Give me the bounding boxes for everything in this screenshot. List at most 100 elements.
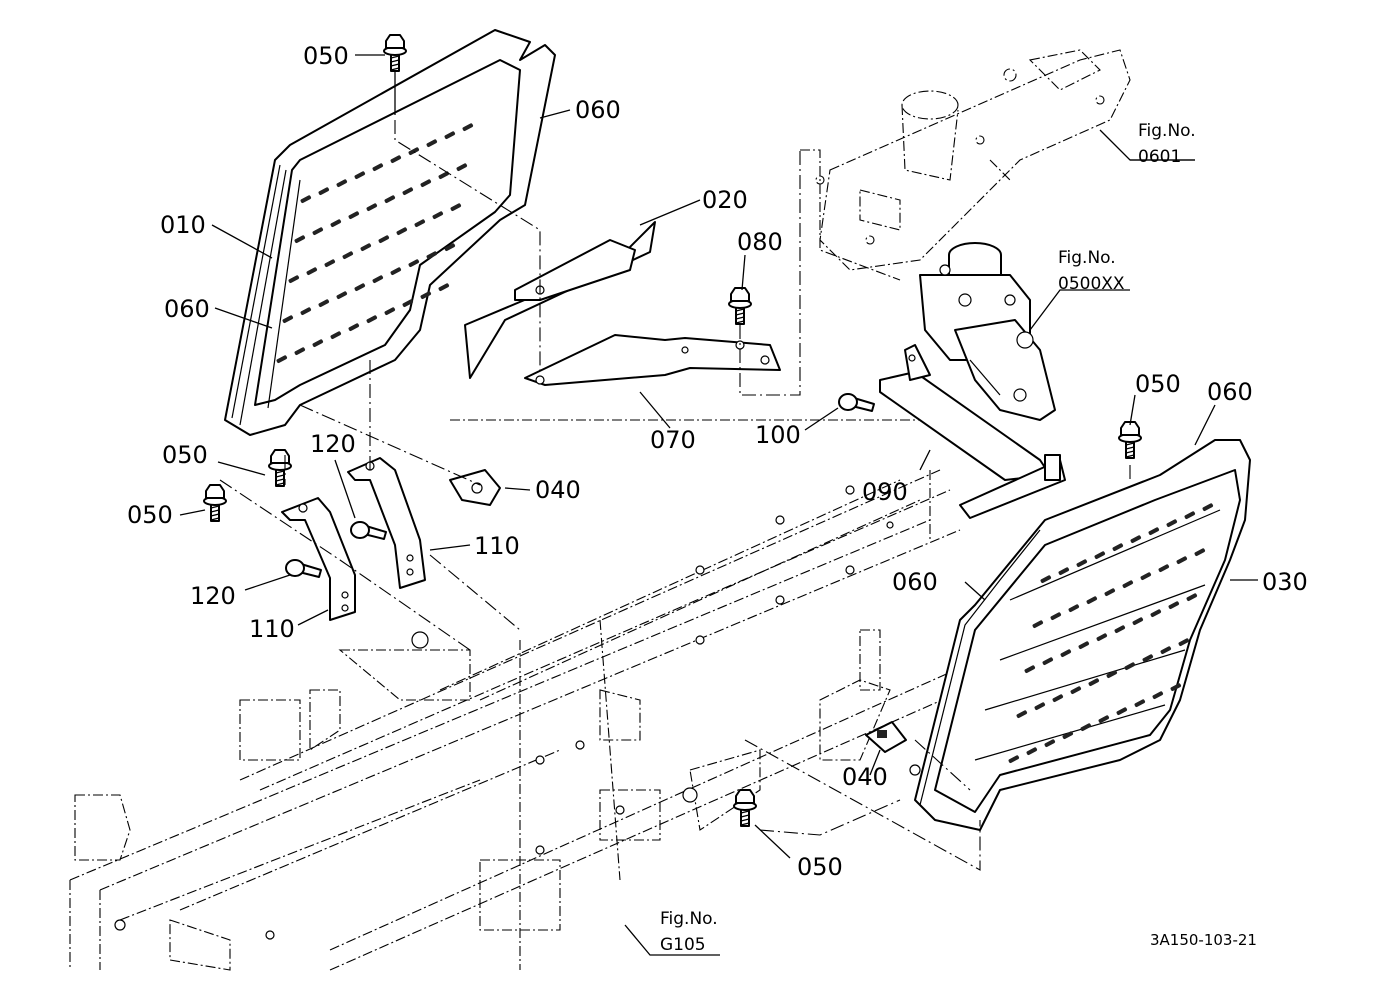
callout-050-right: 050 <box>1135 370 1181 398</box>
louver-slot <box>312 339 324 348</box>
callout-120-left: 120 <box>190 582 236 610</box>
louver-slot <box>1096 633 1108 642</box>
louver-slot <box>1186 593 1198 602</box>
louver-slot <box>420 179 432 188</box>
louver-slot <box>324 259 336 268</box>
louver-slot <box>1122 580 1134 589</box>
louver-slot <box>306 267 318 276</box>
louver-slot <box>1058 567 1070 576</box>
louver-slot <box>1034 702 1046 711</box>
clip-040-left <box>449 469 501 506</box>
louver-slot <box>1168 601 1180 610</box>
louver-slot <box>1116 707 1128 716</box>
louver-slot <box>1134 699 1146 708</box>
horizontal-bolt <box>350 521 387 540</box>
fig-ref-0601-number: 0601 <box>1138 147 1181 167</box>
flange-bolt <box>268 449 292 487</box>
louver-slot <box>1150 609 1162 618</box>
louver-slot <box>318 299 330 308</box>
callout-040-left: 040 <box>535 476 581 504</box>
flange-bolt <box>728 287 752 325</box>
fig-ref-0500-number: 0500XX <box>1058 274 1125 294</box>
louver-slot <box>1024 665 1036 674</box>
louver-slot <box>384 307 396 316</box>
louver-slot <box>354 171 366 180</box>
louver-slot <box>384 195 396 204</box>
callout-050-mid: 050 <box>162 441 208 469</box>
louver-slot <box>402 187 414 196</box>
callout-120-top: 120 <box>310 430 356 458</box>
callout-030: 030 <box>1262 568 1308 596</box>
louver-slot <box>1158 564 1170 573</box>
flange-bolt <box>203 484 227 522</box>
louver-slot <box>426 251 438 260</box>
louver-slot <box>462 123 474 132</box>
louver-slot <box>294 235 306 244</box>
louver-slot <box>390 267 402 276</box>
louver-slot <box>408 259 420 268</box>
louver-slot <box>372 275 384 284</box>
bracket-070 <box>524 334 781 386</box>
louver-slot <box>330 331 342 340</box>
louver-slot <box>1170 683 1182 692</box>
fig-ref-g105-number: G105 <box>660 935 706 955</box>
leader-lines <box>179 54 1258 956</box>
louver-slot <box>1070 686 1082 695</box>
bracket-110-left <box>281 497 356 621</box>
louver-slot <box>336 291 348 300</box>
horizontal-bolt <box>838 393 875 412</box>
exhaust-manifold-ghost <box>815 49 1131 271</box>
louver-slot <box>1032 620 1044 629</box>
louver-slot <box>444 243 456 252</box>
fig-ref-0601-label: Fig.No. <box>1138 121 1196 141</box>
louver-slot <box>1184 511 1196 520</box>
louver-slot <box>1016 710 1028 719</box>
grille-010 <box>224 29 556 436</box>
louver-slot <box>318 187 330 196</box>
callout-070: 070 <box>650 426 696 454</box>
louver-slot <box>444 131 456 140</box>
louver-slot <box>288 275 300 284</box>
louver-slot <box>1124 662 1136 671</box>
louver-slot <box>450 203 462 212</box>
louver-slot <box>1178 638 1190 647</box>
louver-slot <box>300 307 312 316</box>
flange-bolt <box>1118 421 1142 459</box>
louver-slot <box>1106 670 1118 679</box>
louver-slot <box>1042 657 1054 666</box>
callout-060-right: 060 <box>1207 378 1253 406</box>
louver-slot <box>300 195 312 204</box>
louver-slot <box>414 219 426 228</box>
louver-slot <box>426 139 438 148</box>
louver-slot <box>1068 604 1080 613</box>
turbocharger <box>919 242 1056 421</box>
callout-050-left: 050 <box>127 501 173 529</box>
louver-slot <box>1176 556 1188 565</box>
louver-slot <box>1062 731 1074 740</box>
louver-slot <box>342 251 354 260</box>
drawing-code: 3A150-103-21 <box>1150 931 1257 949</box>
callout-060-mid: 060 <box>892 568 938 596</box>
clip-040-right <box>865 721 907 753</box>
louver-slot <box>390 155 402 164</box>
bracket-110-right <box>347 457 426 589</box>
louver-slot <box>336 179 348 188</box>
louver-slot <box>366 203 378 212</box>
louver-slot <box>456 163 468 172</box>
callout-110-right: 110 <box>474 532 520 560</box>
louver-slot <box>1008 755 1020 764</box>
louver-slot <box>432 211 444 220</box>
louver-slot <box>1160 646 1172 655</box>
flange-bolt <box>733 789 757 827</box>
louver-slot <box>1080 723 1092 732</box>
horizontal-bolt <box>285 559 322 578</box>
louver-slot <box>1166 519 1178 528</box>
fig-ref-0500-label: Fig.No. <box>1058 248 1116 268</box>
grille-030 <box>914 439 1251 831</box>
louver-slot <box>1078 641 1090 650</box>
callout-020: 020 <box>702 186 748 214</box>
callout-040-right: 040 <box>842 763 888 791</box>
louver-slot <box>1094 551 1106 560</box>
louver-slot <box>276 355 288 364</box>
